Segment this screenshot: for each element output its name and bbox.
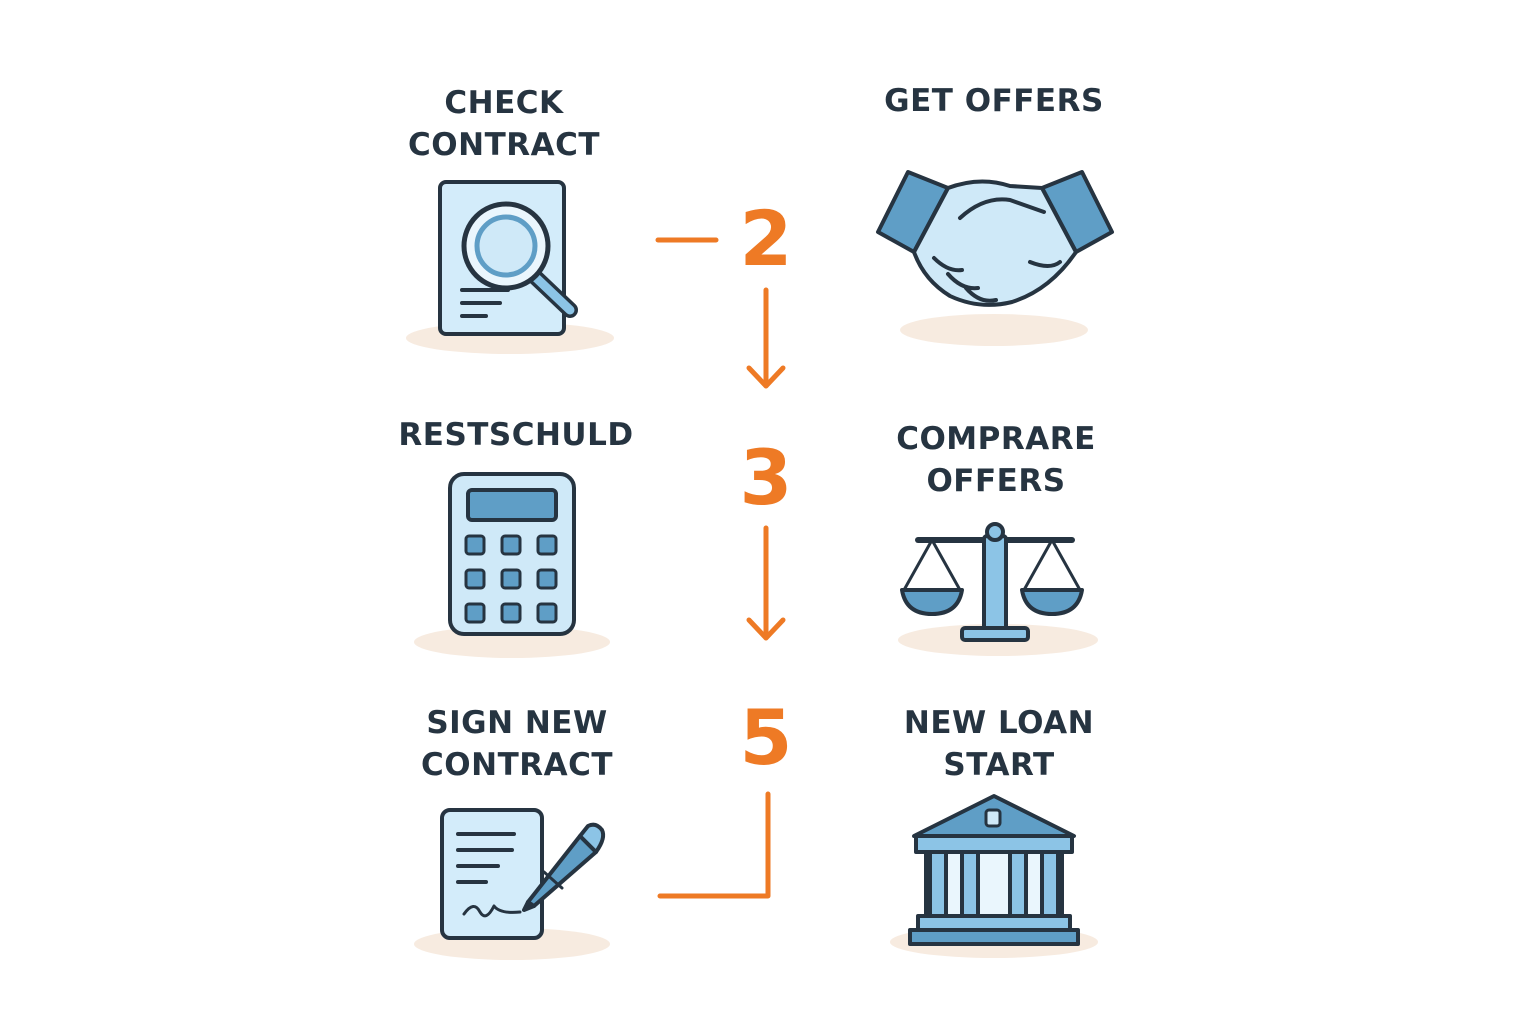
step-label-line: CONTRACT [408,127,600,163]
step-label-restschuld: RESTSCHULD [396,414,636,456]
step-number-5: 5 [739,693,793,782]
step-label-new-loan-start: NEW LOAN START [894,702,1104,786]
step-label-line: OFFERS [926,463,1066,499]
connector-5-to-sign [657,791,771,899]
step-number-3: 3 [739,433,793,522]
step-label-line: NEW LOAN [903,705,1095,741]
step-label-line: CONTRACT [421,747,613,783]
step-label-line: GET OFFERS [884,83,1104,119]
document-magnifier-icon [438,180,578,336]
step-label-line: CHECK [444,85,564,121]
arrow-head-3-to-5 [746,617,786,641]
step-label-check-contract: CHECK CONTRACT [404,82,604,166]
arrow-head-2-to-3 [746,365,786,389]
calculator-icon [448,472,576,636]
step-label-comprare-offers: COMPRARE OFFERS [884,418,1108,502]
step-label-line: START [943,747,1055,783]
connector-lines [655,237,786,899]
step-label-sign-new-contract: SIGN NEW CONTRACT [412,702,622,786]
step-number-2: 2 [739,194,793,283]
step-label-line: SIGN NEW [426,705,608,741]
handshake-icon [876,170,1114,307]
step-label-line: RESTSCHULD [398,417,634,453]
balance-scale-icon [900,522,1084,642]
signing-document-icon [440,808,606,940]
bank-building-icon [908,794,1080,946]
step-label-get-offers: GET OFFERS [874,80,1114,122]
step-label-line: COMPRARE [896,421,1096,457]
